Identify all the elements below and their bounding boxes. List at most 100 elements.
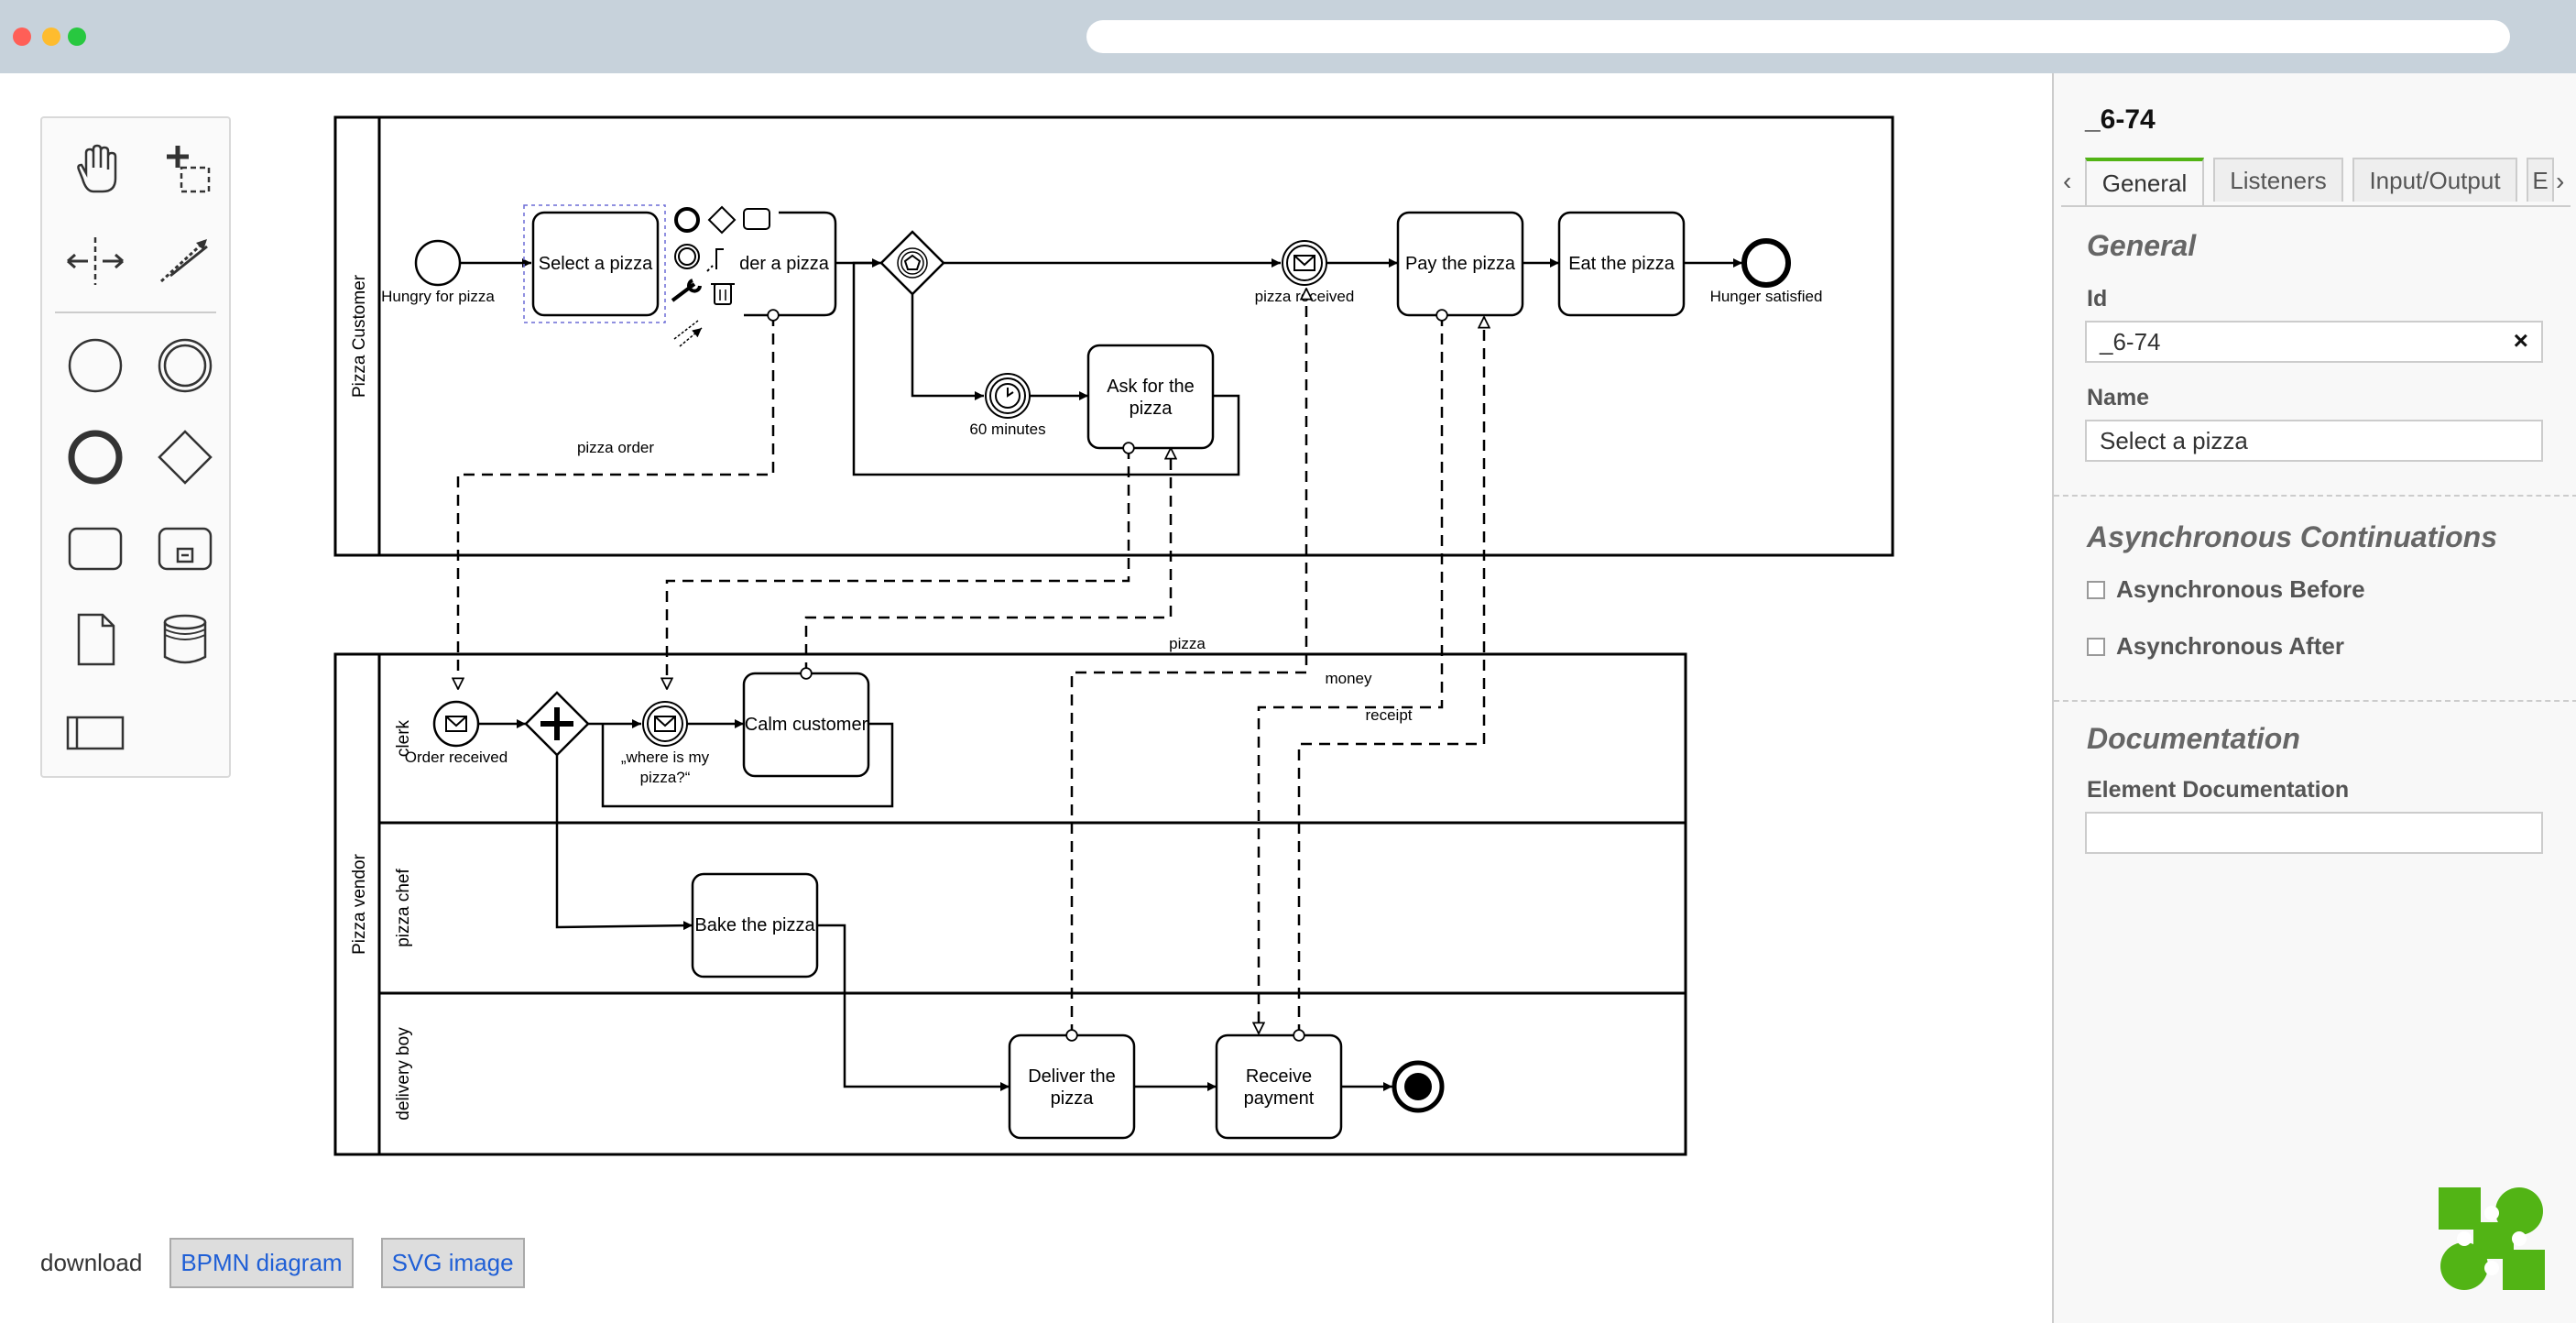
label-pay-pizza: Pay the pizza bbox=[1405, 254, 1516, 274]
browser-chrome bbox=[0, 0, 2576, 73]
append-gateway-icon[interactable] bbox=[707, 205, 737, 235]
pool-pizza-customer[interactable]: Pizza Customer bbox=[333, 115, 1894, 557]
data-store-tool-icon[interactable] bbox=[148, 604, 222, 677]
event-where-is-my-pizza[interactable] bbox=[642, 701, 688, 747]
tab-input-output[interactable]: Input/Output bbox=[2352, 158, 2517, 202]
section-divider bbox=[2054, 495, 2576, 497]
label-bake-pizza: Bake the pizza bbox=[694, 915, 815, 935]
gateway-event-based[interactable] bbox=[879, 230, 945, 296]
label-receive-1: Receive bbox=[1246, 1066, 1312, 1087]
label-deliver-2: pizza bbox=[1051, 1088, 1095, 1109]
intermediate-event-tool-icon[interactable] bbox=[148, 329, 222, 402]
label-calm-customer: Calm customer bbox=[745, 715, 868, 735]
name-label: Name bbox=[2087, 385, 2150, 410]
hand-tool-icon[interactable] bbox=[59, 133, 132, 206]
gateway-tool-icon[interactable] bbox=[148, 421, 222, 494]
label-order-pizza: der a pizza bbox=[739, 254, 830, 274]
tool-palette bbox=[40, 116, 231, 778]
properties-panel: _6-74 ‹ General Listeners Input/Output E… bbox=[2052, 73, 2576, 1323]
start-event-tool-icon[interactable] bbox=[59, 329, 132, 402]
data-object-tool-icon[interactable] bbox=[59, 604, 132, 677]
async-after-checkbox[interactable] bbox=[2087, 637, 2105, 656]
name-value: Select a pizza bbox=[2100, 427, 2248, 454]
palette-separator bbox=[55, 312, 216, 313]
end-event-vendor[interactable] bbox=[1392, 1060, 1445, 1113]
end-event-tool-icon[interactable] bbox=[59, 421, 132, 494]
append-task-icon[interactable] bbox=[743, 208, 770, 230]
label-ask-2: pizza bbox=[1130, 399, 1173, 419]
start-event-order-received[interactable] bbox=[432, 700, 480, 748]
task-tool-icon[interactable] bbox=[59, 512, 132, 585]
pool-label-vendor: Pizza vendor bbox=[350, 853, 369, 955]
label-receive-2: payment bbox=[1244, 1088, 1315, 1109]
label-eat-pizza: Eat the pizza bbox=[1568, 254, 1675, 274]
label-order-received: Order received bbox=[405, 749, 508, 766]
label-flow-pizza-order: pizza order bbox=[577, 439, 654, 456]
task-ask-for-pizza[interactable] bbox=[1086, 344, 1215, 450]
label-hungry: Hungry for pizza bbox=[381, 288, 495, 305]
global-connect-tool-icon[interactable] bbox=[148, 224, 222, 298]
start-event-hungry[interactable] bbox=[414, 239, 462, 287]
clear-id-icon[interactable]: × bbox=[2513, 326, 2528, 355]
id-input[interactable]: _6-74 × bbox=[2085, 321, 2543, 363]
context-pad[interactable] bbox=[671, 205, 770, 347]
properties-tabs: ‹ General Listeners Input/Output E › bbox=[2061, 158, 2571, 207]
download-label: download bbox=[40, 1248, 143, 1276]
end-event-hunger-satisfied[interactable] bbox=[1741, 238, 1791, 288]
download-bar: download BPMN diagram SVG image bbox=[40, 1237, 552, 1288]
id-label: Id bbox=[2087, 286, 2108, 312]
tabs-divider bbox=[2061, 205, 2571, 207]
diagram-canvas[interactable]: Pizza Customer Hungry for pizza Select a… bbox=[0, 73, 2052, 1323]
address-bar[interactable] bbox=[1086, 20, 2510, 53]
section-divider bbox=[2054, 700, 2576, 702]
subprocess-tool-icon[interactable] bbox=[148, 512, 222, 585]
tab-extensions[interactable]: E bbox=[2527, 158, 2554, 202]
text-annotation-icon[interactable] bbox=[715, 248, 724, 269]
section-documentation-title: Documentation bbox=[2087, 722, 2300, 755]
append-end-event-icon[interactable] bbox=[674, 207, 700, 233]
label-where-1: „where is my bbox=[621, 749, 710, 766]
lane-label-delivery: delivery boy bbox=[394, 1027, 413, 1121]
id-value: _6-74 bbox=[2100, 328, 2161, 355]
tab-listeners[interactable]: Listeners bbox=[2213, 158, 2343, 202]
lane-label-clerk: clerk bbox=[394, 719, 413, 757]
bpmn-io-logo-icon bbox=[2439, 1187, 2545, 1290]
tab-scroll-left-icon[interactable]: ‹ bbox=[2063, 167, 2072, 195]
label-flow-receipt: receipt bbox=[1365, 706, 1412, 724]
message-flow-pizza-order[interactable] bbox=[458, 315, 773, 689]
tab-general[interactable]: General bbox=[2085, 158, 2204, 205]
event-pizza-received[interactable] bbox=[1282, 240, 1327, 286]
async-after-label: Asynchronous After bbox=[2116, 632, 2344, 660]
participant-tool-icon[interactable] bbox=[59, 695, 132, 769]
properties-title: _6-74 bbox=[2085, 104, 2156, 135]
label-pizza-received: pizza received bbox=[1255, 288, 1355, 305]
async-before-row[interactable]: Asynchronous Before bbox=[2087, 575, 2365, 604]
element-documentation-input[interactable] bbox=[2085, 812, 2543, 854]
lasso-tool-icon[interactable] bbox=[148, 133, 222, 206]
name-input[interactable]: Select a pizza bbox=[2085, 420, 2543, 462]
tab-scroll-right-icon[interactable]: › bbox=[2556, 167, 2565, 195]
lane-label-chef: pizza chef bbox=[394, 869, 413, 947]
event-timer-60-minutes[interactable] bbox=[985, 373, 1031, 419]
label-select-pizza: Select a pizza bbox=[539, 254, 653, 274]
task-receive-payment[interactable] bbox=[1215, 1033, 1343, 1140]
close-window-dot[interactable] bbox=[13, 27, 31, 46]
download-svg-button[interactable]: SVG image bbox=[380, 1237, 525, 1288]
pool-label-customer: Pizza Customer bbox=[350, 274, 369, 398]
download-bpmn-button[interactable]: BPMN diagram bbox=[169, 1237, 354, 1288]
minimize-window-dot[interactable] bbox=[42, 27, 60, 46]
task-deliver-pizza[interactable] bbox=[1008, 1033, 1136, 1140]
label-ask-1: Ask for the bbox=[1107, 377, 1195, 397]
label-flow-pizza: pizza bbox=[1169, 635, 1206, 652]
async-after-row[interactable]: Asynchronous After bbox=[2087, 632, 2344, 661]
section-async-title: Asynchronous Continuations bbox=[2087, 520, 2497, 553]
label-where-2: pizza?“ bbox=[640, 769, 691, 786]
section-general-title: General bbox=[2087, 229, 2197, 262]
maximize-window-dot[interactable] bbox=[68, 27, 86, 46]
message-flow-where-is-pizza[interactable] bbox=[667, 448, 1129, 689]
label-timer: 60 minutes bbox=[969, 421, 1045, 438]
space-tool-icon[interactable] bbox=[59, 224, 132, 298]
trash-icon[interactable] bbox=[711, 283, 735, 305]
async-before-checkbox[interactable] bbox=[2087, 580, 2105, 599]
wrench-icon[interactable] bbox=[671, 279, 702, 302]
